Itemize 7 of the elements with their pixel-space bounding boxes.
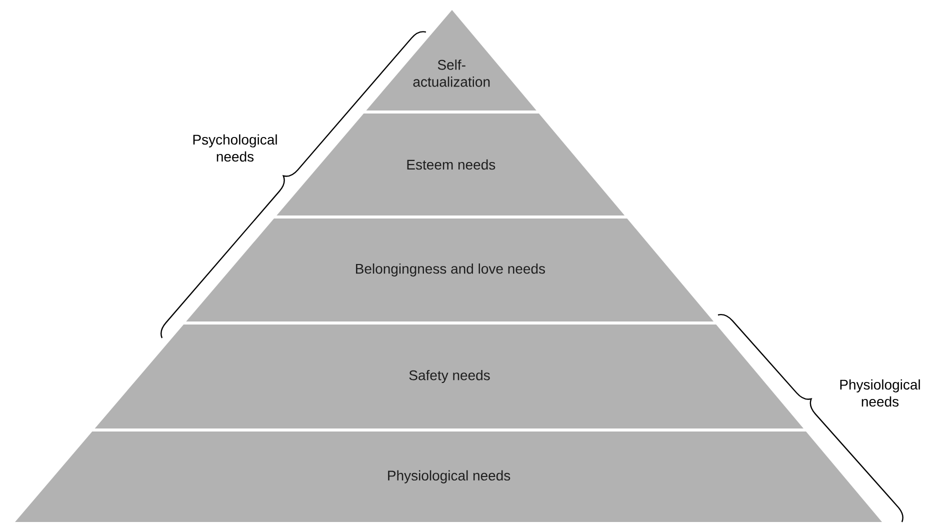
pyramid-level: Safety needs: [94, 324, 804, 428]
pyramid-level: Esteem needs: [276, 114, 625, 216]
brace-label: Physiological needs: [840, 379, 920, 407]
pyramid-level: Self-actualization: [366, 10, 536, 110]
pyramid-level: Physiological needs: [15, 432, 882, 522]
brace-label: Psychological needs: [193, 134, 277, 162]
pyramid-level: Belongingness and love needs: [186, 218, 714, 322]
